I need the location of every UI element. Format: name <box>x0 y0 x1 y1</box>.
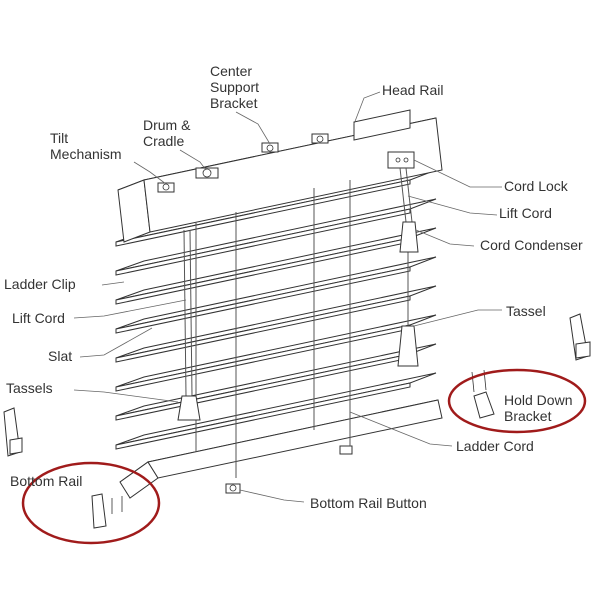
slat-edge <box>115 179 411 247</box>
label-ladder-cord: Ladder Cord <box>456 438 534 454</box>
label-tilt-mechanism: Tilt Mechanism <box>50 130 122 162</box>
leader-lines <box>73 91 502 503</box>
label-head-rail: Head Rail <box>382 82 443 98</box>
cord-lock <box>387 151 415 169</box>
label-drum-cradle: Drum & Cradle <box>143 117 194 149</box>
bottom-rail-button <box>225 483 241 494</box>
drum-cradle <box>195 167 219 179</box>
slat-edge <box>115 295 411 363</box>
bottom-rail-bracket-screws <box>91 493 123 529</box>
slat-edge <box>115 208 411 276</box>
hold-down-bracket-highlight <box>447 368 587 434</box>
label-tassel: Tassel <box>506 303 546 319</box>
label-bottom-rail: Bottom Rail <box>10 473 82 489</box>
tassels-left <box>177 395 201 421</box>
slat-edge <box>115 382 411 450</box>
tassel-right <box>397 325 419 367</box>
label-slat: Slat <box>48 348 72 364</box>
lift-cord-left <box>183 229 193 397</box>
label-lift-cord-right: Lift Cord <box>499 205 552 221</box>
label-hold-down-bracket: Hold Down Bracket <box>504 392 576 424</box>
cord-condenser <box>399 221 419 253</box>
hold-down-bracket-screws <box>471 369 495 419</box>
label-lift-cord-left: Lift Cord <box>12 310 65 326</box>
bottom-rail-button-right <box>339 445 353 455</box>
label-ladder-clip: Ladder Clip <box>4 276 76 292</box>
bottom-rail-highlight <box>21 461 161 545</box>
label-cord-lock: Cord Lock <box>504 178 569 194</box>
tilt-mechanism <box>157 182 175 193</box>
lift-cord-right <box>399 167 413 326</box>
label-bottom-rail-button: Bottom Rail Button <box>310 495 427 511</box>
center-support-bracket <box>261 133 329 153</box>
slat-edge <box>115 266 411 334</box>
hold-down-bracket-left-icon <box>3 407 23 457</box>
hold-down-bracket-right-icon <box>569 313 591 361</box>
label-tassels: Tassels <box>6 380 53 396</box>
label-center-support-bracket: Center Support Bracket <box>210 63 263 111</box>
label-cord-condenser: Cord Condenser <box>480 237 583 253</box>
